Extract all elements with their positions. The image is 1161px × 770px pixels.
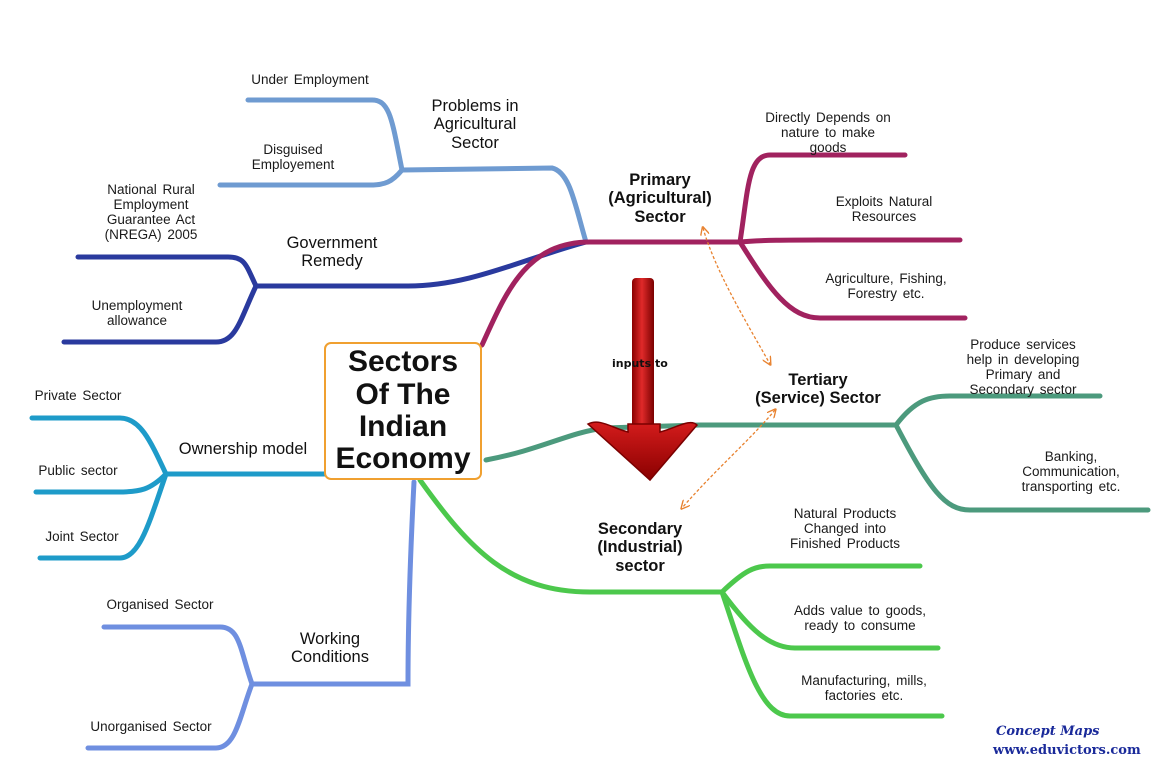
problems-label: Problems in Agricultural Sector <box>431 97 519 152</box>
leaf-disguised-employment: Disguised Employement <box>251 142 335 173</box>
primary-to-tertiary-arrow <box>703 228 770 364</box>
secondary-sector-label: Secondary (Industrial) sector <box>597 520 683 575</box>
leaf-agriculture-fishing: Agriculture, Fishing, Forestry etc. <box>825 271 947 302</box>
inputs-to-label: inputs to <box>612 357 668 370</box>
primary-leaf-depends <box>737 152 908 245</box>
leaf-unorganised-sector: Unorganised Sector <box>90 719 212 734</box>
ownership-label: Ownership model <box>178 440 308 458</box>
brand-title: Concept Maps <box>996 724 1100 739</box>
secondary-leaf-natural <box>719 563 923 595</box>
working-branch <box>85 479 417 751</box>
working-trunk <box>249 479 417 687</box>
problems-leaf-disguised <box>217 167 405 188</box>
government-leaf-unemployment <box>61 283 259 345</box>
leaf-manufacturing: Manufacturing, mills, factories etc. <box>801 673 927 704</box>
link-arrows <box>682 228 775 508</box>
problems-leaf-under-employment <box>245 97 405 173</box>
government-leaf-nrega <box>75 254 259 289</box>
leaf-joint-sector: Joint Sector <box>45 529 119 544</box>
inputs-to-arrow-icon <box>586 278 699 482</box>
leaf-adds-value: Adds value to goods, ready to consume <box>793 603 927 634</box>
problems-trunk <box>399 165 589 245</box>
brand-url[interactable]: www.eduvictors.com <box>993 743 1141 758</box>
primary-leaf-exploits <box>737 237 963 245</box>
tertiary-leaf-banking <box>893 422 1151 513</box>
leaf-nrega: National Rural Employment Guarantee Act … <box>104 182 198 243</box>
secondary-branch <box>417 477 945 719</box>
leaf-under-employment: Under Employment <box>251 72 369 87</box>
tertiary-sector-label: Tertiary (Service) Sector <box>755 371 881 408</box>
ownership-leaf-joint <box>37 471 169 561</box>
leaf-banking-communication: Banking, Communication, transporting etc… <box>1021 449 1121 495</box>
leaf-organised-sector: Organised Sector <box>106 597 214 612</box>
ownership-branch <box>29 415 328 561</box>
primary-sector-label: Primary (Agricultural) Sector <box>608 171 712 226</box>
leaf-produce-services: Produce services help in developing Prim… <box>966 337 1080 398</box>
working-leaf-organised <box>101 624 255 687</box>
leaf-natural-products: Natural Products Changed into Finished P… <box>789 506 901 552</box>
leaf-private-sector: Private Sector <box>34 388 122 403</box>
tertiary-leaf-produce <box>893 393 1103 428</box>
central-topic-title: Sectors Of The Indian Economy <box>335 345 471 476</box>
secondary-trunk <box>417 477 725 595</box>
ownership-leaf-private <box>29 415 169 477</box>
working-leaf-unorganised <box>85 681 255 751</box>
ownership-leaf-public <box>33 471 169 495</box>
leaf-directly-depends: Directly Depends on nature to make goods <box>765 110 891 156</box>
primary-trunk <box>479 239 743 348</box>
government-label: Government Remedy <box>286 234 378 271</box>
secondary-leaf-manufacturing <box>719 589 945 719</box>
problems-branch <box>217 97 589 245</box>
central-topic-box: Sectors Of The Indian Economy <box>324 342 482 480</box>
working-label: Working Conditions <box>291 630 369 667</box>
government-trunk <box>253 239 589 289</box>
leaf-unemployment-allowance: Unemployment allowance <box>91 298 183 329</box>
leaf-public-sector: Public sector <box>38 463 118 478</box>
leaf-exploits-resources: Exploits Natural Resources <box>835 194 933 225</box>
secondary-leaf-adds-value <box>719 589 941 651</box>
government-branch <box>61 239 589 345</box>
